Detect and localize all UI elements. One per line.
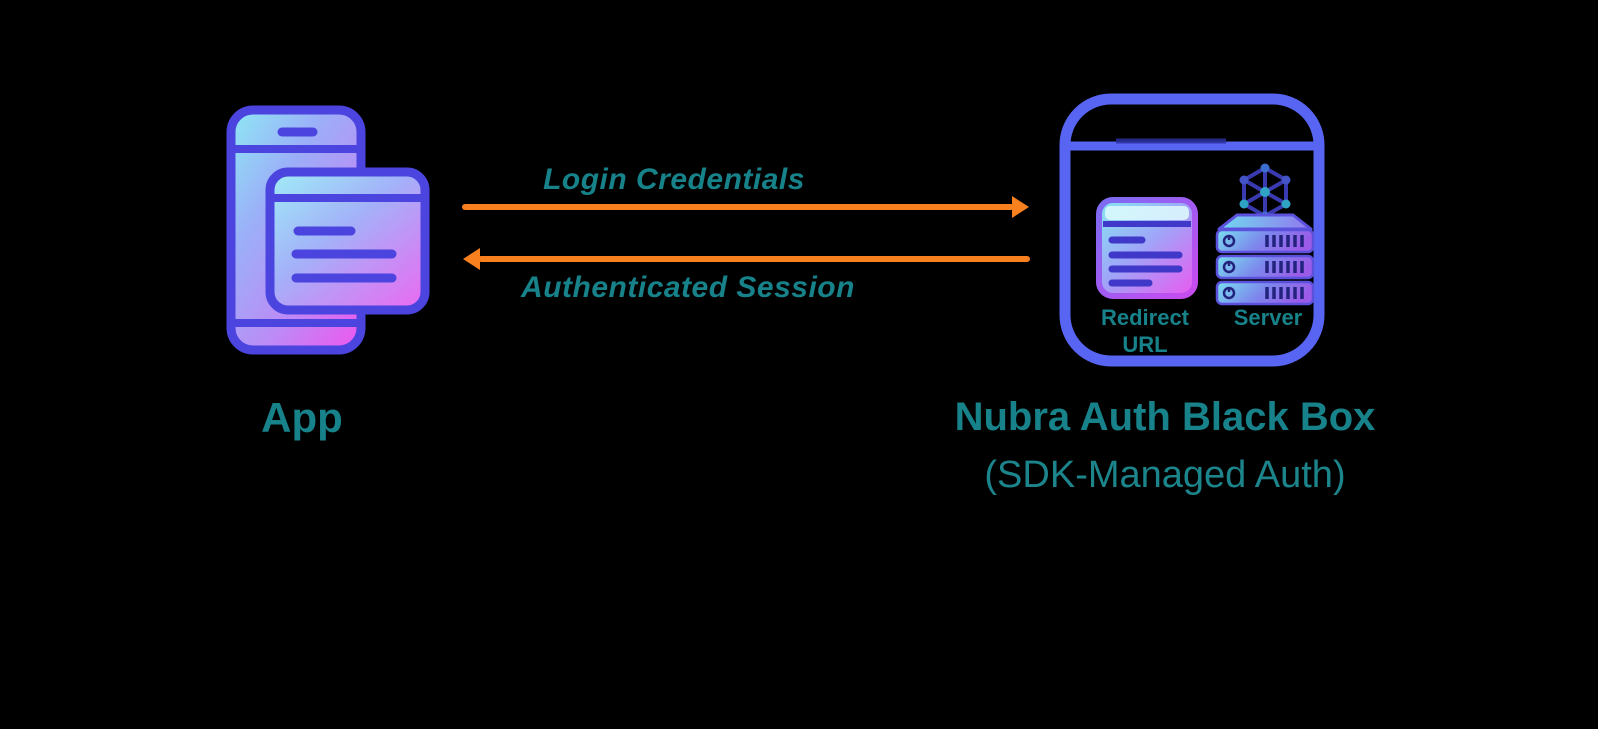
browser-window-icon — [1096, 197, 1198, 299]
server-stack-icon — [1215, 163, 1315, 306]
phone-app-icon — [226, 105, 430, 355]
server-label: Server — [1233, 305, 1303, 330]
power-icons — [1222, 234, 1236, 300]
black-box-title: Nubra Auth Black Box — [954, 395, 1376, 439]
authenticated-session-arrow — [478, 256, 1030, 262]
login-credentials-label: Login Credentials — [543, 163, 805, 196]
app-window — [265, 167, 430, 315]
app-node-title: App — [261, 394, 343, 441]
network-graph-icon — [1239, 163, 1291, 221]
authenticated-session-label: Authenticated Session — [521, 271, 855, 304]
browser-frame-icon — [1059, 93, 1325, 367]
black-box-subtitle: (SDK-Managed Auth) — [984, 454, 1346, 496]
vent-slats — [1265, 235, 1304, 299]
login-credentials-arrow — [462, 204, 1014, 210]
server-units — [1215, 213, 1315, 306]
redirect-url-label: Redirect URL — [1100, 305, 1190, 357]
window-titlebar — [1105, 206, 1189, 220]
